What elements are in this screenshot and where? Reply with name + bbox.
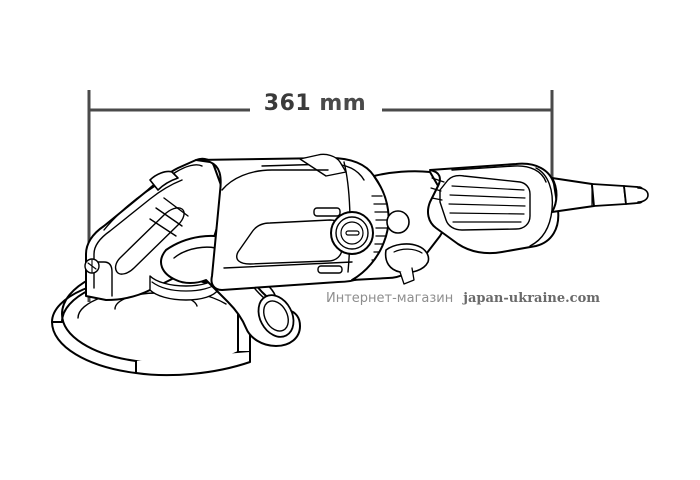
power-cord <box>551 177 649 213</box>
watermark-domain: japan-ukraine.com <box>463 291 600 306</box>
paddle-switch-crease <box>393 248 423 254</box>
cord-body <box>591 183 627 207</box>
grip-ribs <box>448 185 526 223</box>
auxiliary-button[interactable] <box>386 210 410 234</box>
gear-head-rib-2 <box>155 207 183 227</box>
gear-head-neck <box>84 258 219 301</box>
gear-head-rib-3 <box>149 218 177 237</box>
motor-housing-top-plate <box>299 153 347 177</box>
speed-dial[interactable] <box>330 211 374 255</box>
motor-housing-vertical-seam <box>343 161 351 273</box>
angle-grinder-drawing <box>51 153 649 377</box>
handle-transition <box>351 170 449 285</box>
gear-head-front-edge <box>85 261 113 297</box>
watermark-prefix: Интернет-магазин <box>326 291 454 306</box>
rear-handle-front-notch <box>430 177 445 201</box>
dimension-unit: mm <box>311 91 367 116</box>
speed-dial-pointer <box>345 230 360 236</box>
lower-badge <box>317 265 343 274</box>
motor-housing-lower-seam <box>223 261 353 269</box>
paddle-switch-tab <box>399 267 415 285</box>
dimension-label: 361 mm <box>250 91 380 116</box>
grip-rib-1 <box>451 185 525 191</box>
spindle-lock-lever[interactable] <box>149 170 179 191</box>
side-handle[interactable] <box>160 234 301 347</box>
motor-housing-shoulder-curve <box>221 169 329 191</box>
gear-head-lever-slot <box>114 207 185 275</box>
cord-seam-line <box>591 183 627 207</box>
rear-handle-top-seam <box>451 165 547 183</box>
grip-rib-3 <box>448 203 526 207</box>
side-handle-end-cap-inner <box>263 300 289 332</box>
cord-strain-relief <box>551 177 595 213</box>
gear-head-rib-1 <box>163 197 189 217</box>
watermark: Интернет-магазин japan-ukraine.com <box>326 291 600 306</box>
rear-handle[interactable] <box>427 162 560 255</box>
gear-head-side-plate <box>93 179 183 289</box>
paddle-switch[interactable] <box>384 243 430 274</box>
disc-guard-cut-edge <box>135 351 251 377</box>
gear-head-screw-slot <box>87 259 97 273</box>
nameplate-badge <box>313 207 341 217</box>
gear-neck-ring <box>151 281 218 292</box>
grip-rib-2 <box>449 194 526 199</box>
cord-tip-end <box>637 187 649 203</box>
dimension-value: 361 <box>263 91 312 116</box>
grip-rib-4 <box>449 212 525 215</box>
